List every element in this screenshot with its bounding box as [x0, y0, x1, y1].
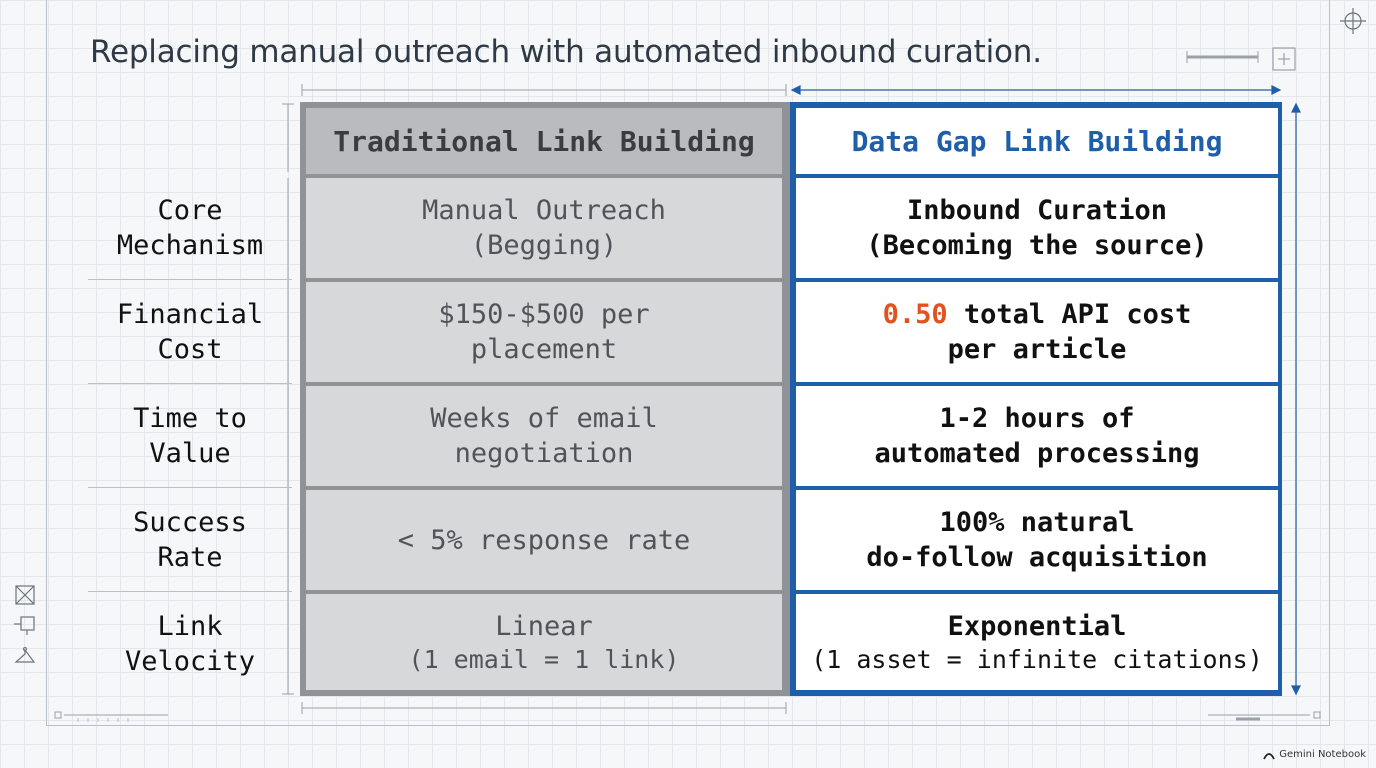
row-label-time-to-value: Time to Value	[88, 384, 292, 488]
cell-subline: (1 email = 1 link)	[408, 644, 680, 674]
traditional-cell-financial-cost: $150-$500 per placement	[306, 282, 782, 382]
cell-line: (Becoming the source)	[866, 230, 1208, 261]
row-label-link-velocity: Link Velocity	[124, 611, 256, 677]
page-title: Replacing manual outreach with automated…	[90, 34, 1042, 70]
bottom-right-ruler	[1208, 711, 1321, 721]
cell-line-rest: total API cost	[947, 299, 1192, 330]
traditional-column: Traditional Link Building Manual Outreac…	[300, 102, 790, 696]
traditional-cell-core-mechanism: Manual Outreach (Begging)	[306, 178, 782, 278]
data-gap-cell-time-to-value: 1-2 hours of automated processing	[796, 386, 1278, 486]
hanger-icon	[14, 647, 36, 663]
traditional-cell-time-to-value: Weeks of email negotiation	[306, 386, 782, 486]
data-gap-cell-core-mechanism: Inbound Curation (Becoming the source)	[796, 178, 1278, 278]
bottom-left-ruler	[54, 711, 168, 722]
cell-line: do-follow acquisition	[866, 542, 1208, 573]
data-gap-cell-financial-cost: 0.50 total API cost per article	[796, 282, 1278, 382]
cell-line: Weeks of email	[430, 403, 658, 434]
badge-text: Gemini Notebook	[1279, 749, 1366, 760]
traditional-cell-success-rate: < 5% response rate	[306, 490, 782, 590]
traditional-header-text: Traditional Link Building	[333, 124, 755, 158]
cell-line: 100% natural	[939, 507, 1135, 538]
cell-line: $150-$500 per	[438, 299, 650, 330]
row-label-core-mechanism: Core Mechanism	[88, 176, 292, 280]
traditional-header: Traditional Link Building	[306, 108, 782, 174]
cell-line: Manual Outreach	[422, 195, 666, 226]
notebook-logo-icon	[1263, 752, 1276, 759]
row-label-financial-cost: Financial Cost	[88, 280, 292, 384]
cost-highlight: 0.50	[882, 299, 948, 330]
cell-line: 1-2 hours of	[939, 403, 1135, 434]
ruler-decoration	[1186, 51, 1259, 63]
cell-line: Exponential	[947, 610, 1127, 642]
plus-box-icon	[1272, 47, 1296, 71]
square-connector-icon	[14, 616, 35, 635]
crossed-box-icon	[15, 585, 35, 605]
data-gap-header-text: Data Gap Link Building	[851, 124, 1223, 158]
row-label-success-rate: Success Rate	[88, 488, 292, 592]
cell-line: Linear	[495, 610, 593, 642]
blueprint-frame	[46, 0, 1330, 726]
cell-subline: (1 asset = infinite citations)	[811, 644, 1263, 674]
cell-line: placement	[470, 334, 618, 365]
crosshair-icon	[1340, 8, 1366, 34]
cell-line: per article	[947, 334, 1127, 365]
cell-line: Inbound Curation	[906, 195, 1168, 226]
traditional-cell-link-velocity: Linear (1 email = 1 link)	[306, 594, 782, 690]
data-gap-header: Data Gap Link Building	[796, 108, 1278, 174]
data-gap-cell-success-rate: 100% natural do-follow acquisition	[796, 490, 1278, 590]
cell-line: negotiation	[454, 438, 634, 469]
cell-line: (Begging)	[470, 230, 618, 261]
data-gap-column: Data Gap Link Building Inbound Curation …	[790, 102, 1282, 696]
data-gap-cell-link-velocity: Exponential (1 asset = infinite citation…	[796, 594, 1278, 690]
cell-line: < 5% response rate	[397, 524, 691, 556]
cell-line: automated processing	[874, 438, 1200, 469]
cell-line: 0.50 total API cost	[883, 297, 1192, 332]
gemini-notebook-badge: Gemini Notebook	[1263, 749, 1366, 760]
